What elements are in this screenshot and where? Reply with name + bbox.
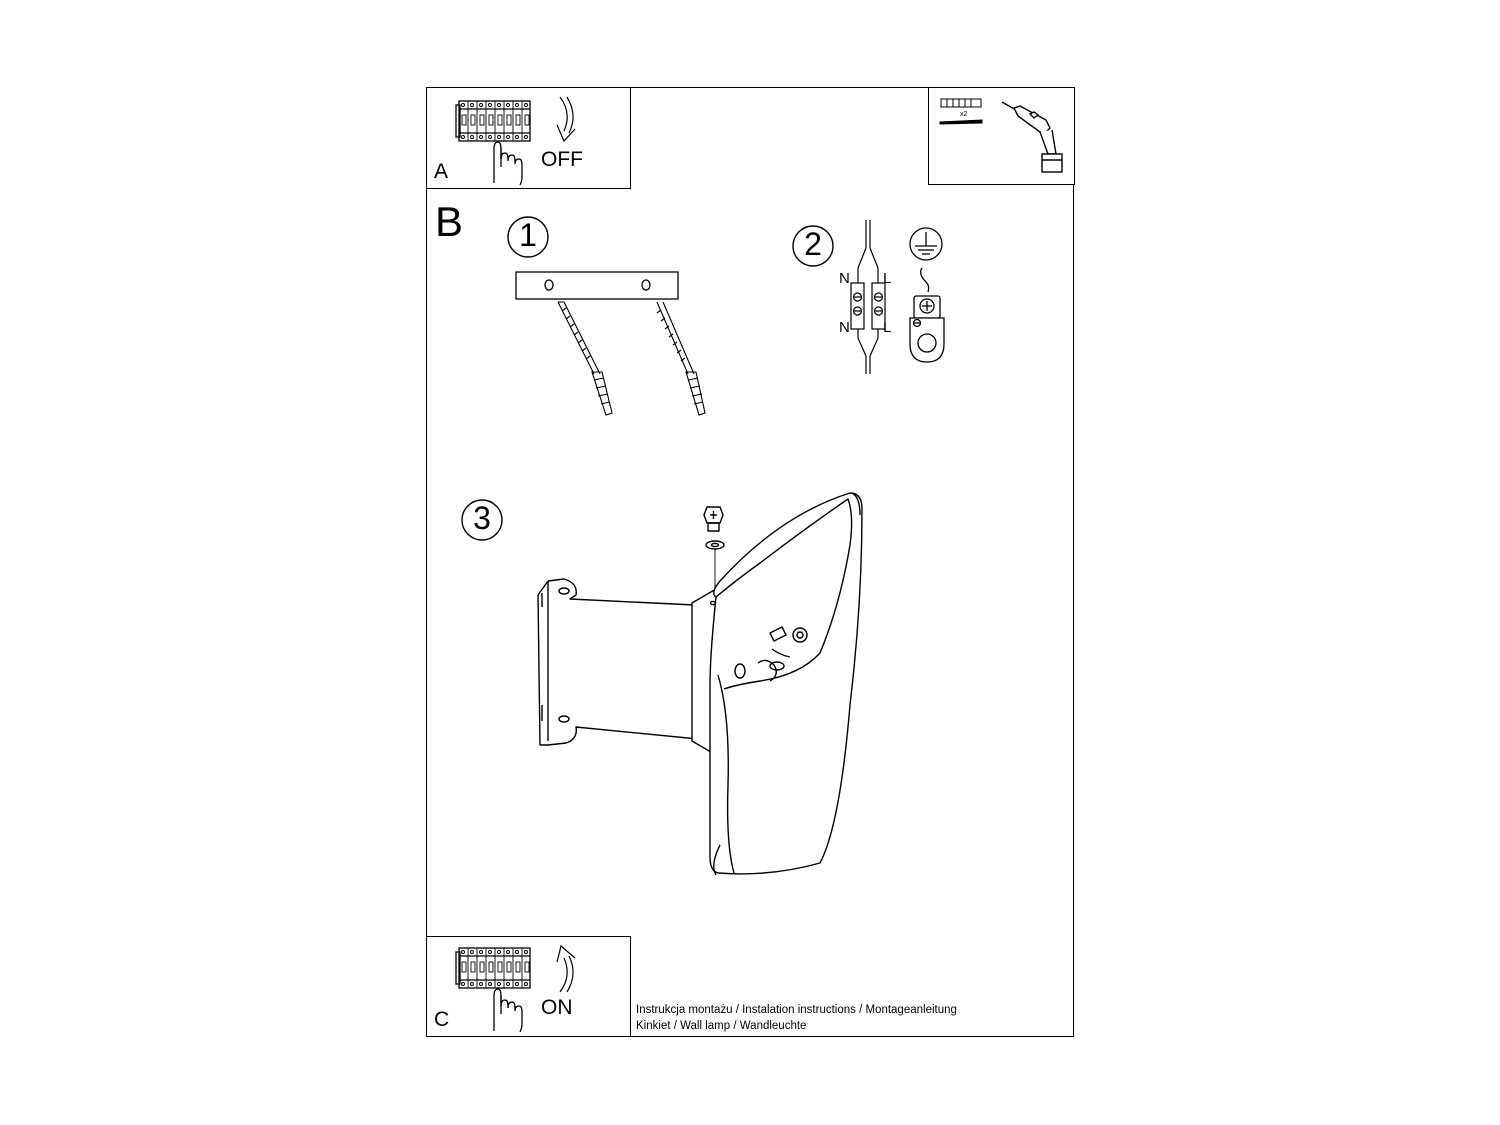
step-1-number: 1 xyxy=(519,217,537,253)
wall-lamp-assembly-diagram xyxy=(537,492,863,876)
step-3-badge xyxy=(461,499,503,541)
wire-label-l-top: L xyxy=(883,270,892,287)
panel-c-letter: C xyxy=(434,1008,450,1031)
caption-line-2: Kinkiet / Wall lamp / Wandleuchte xyxy=(636,1020,807,1032)
section-b-letter: B xyxy=(435,198,464,245)
wire-label-l-bottom: L xyxy=(883,319,892,336)
wire-label-n-bottom: N xyxy=(839,319,850,336)
step-2-number: 2 xyxy=(804,226,822,262)
ground-terminal-icon xyxy=(909,227,945,363)
caption-line-1: Instrukcja montażu / Instalation instruc… xyxy=(636,1004,957,1016)
breaker-on-icon xyxy=(455,944,576,1033)
drill-icon xyxy=(1001,101,1063,173)
terminal-block-wiring-diagram xyxy=(850,220,886,374)
wall-plug-and-screw-icon xyxy=(939,98,983,125)
tools-count: x2 xyxy=(960,111,968,118)
panel-a-letter: A xyxy=(434,160,449,183)
breaker-off-icon xyxy=(455,96,576,186)
instruction-sheet xyxy=(426,87,1074,1037)
panel-a xyxy=(426,87,631,189)
on-label: ON xyxy=(541,996,573,1019)
mounting-plate-diagram xyxy=(515,271,706,416)
step-3-number: 3 xyxy=(473,500,491,536)
step-1-badge xyxy=(507,216,549,258)
wire-label-n-top: N xyxy=(839,270,850,287)
off-label: OFF xyxy=(541,148,583,171)
step-2-badge xyxy=(792,225,834,267)
